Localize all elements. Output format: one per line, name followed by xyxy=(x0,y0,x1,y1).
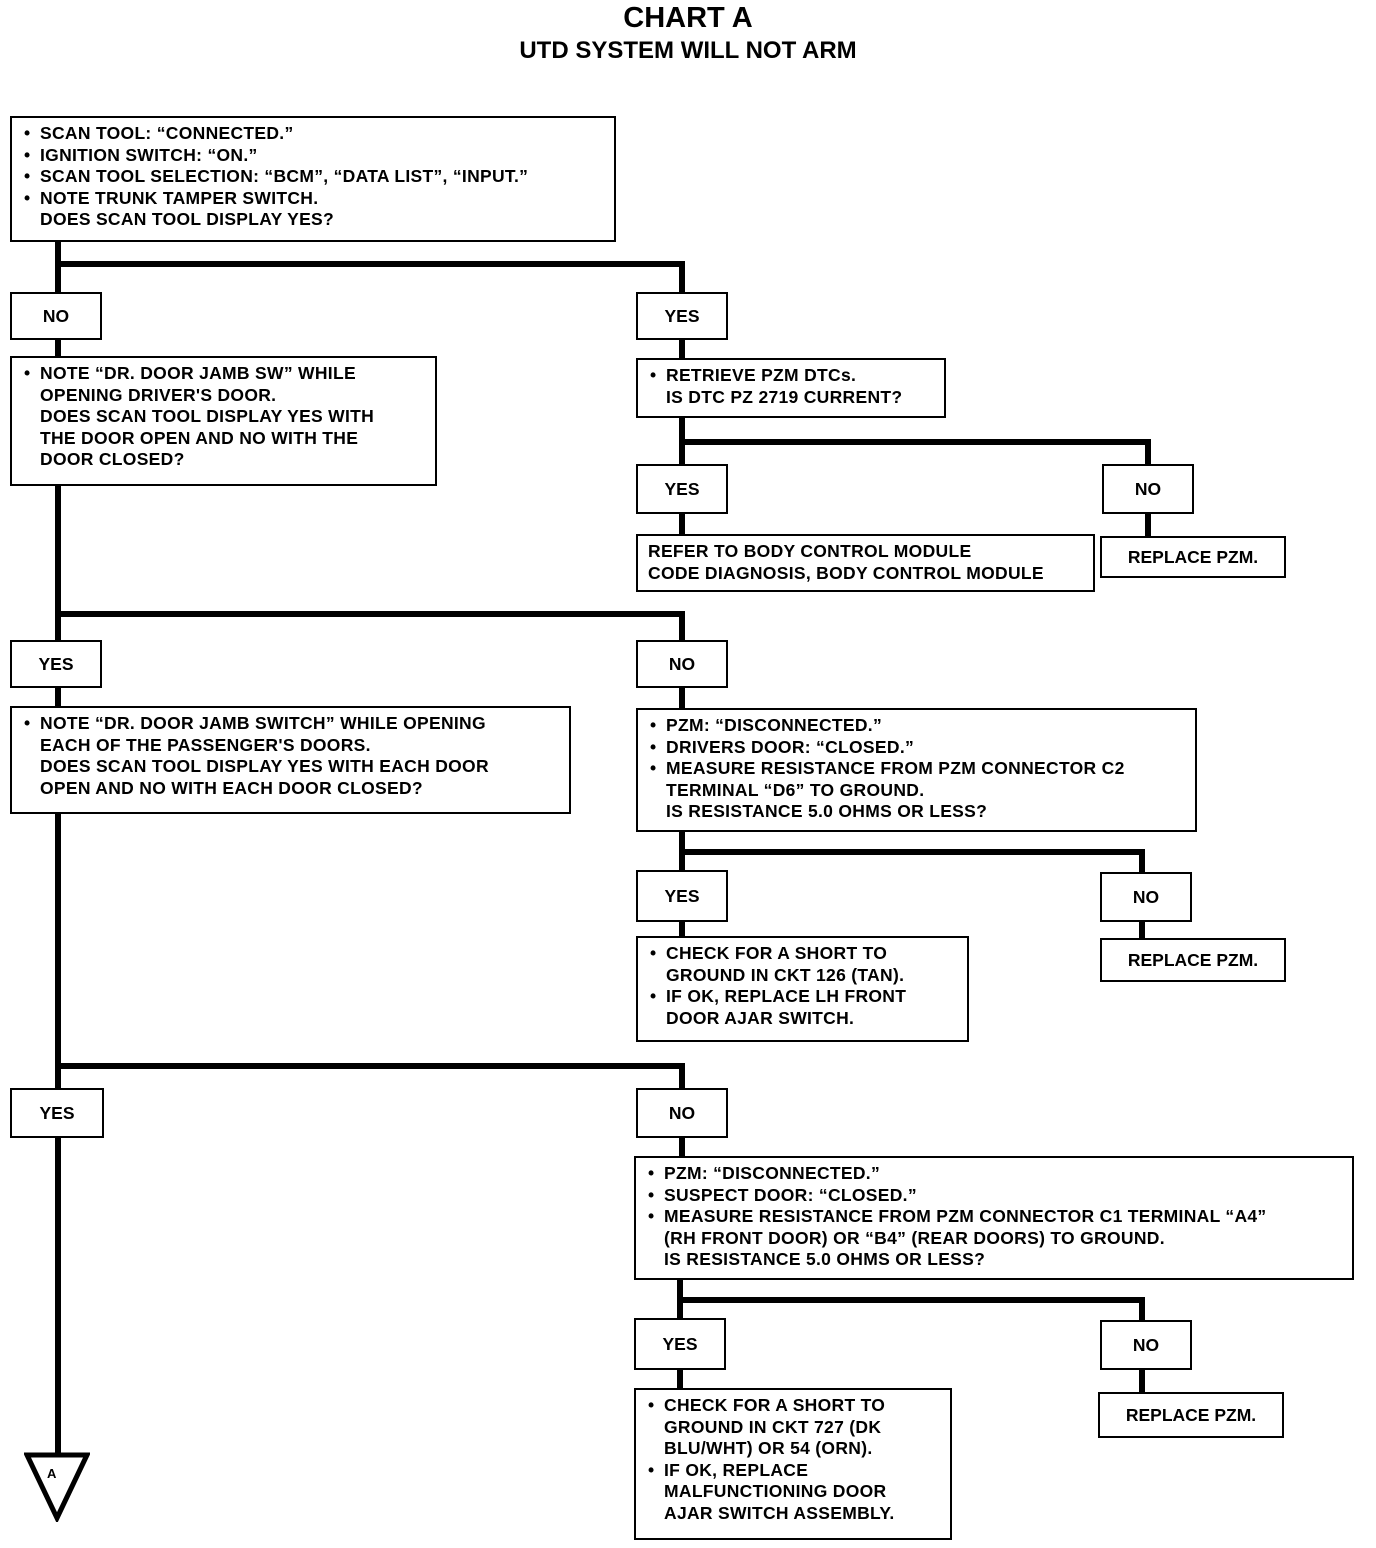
result-line: IF OK, REPLACE LH FRONT xyxy=(650,986,959,1008)
step-line: DOOR CLOSED? xyxy=(40,449,185,469)
step-line: PZM: “DISCONNECTED.” xyxy=(648,1163,1344,1185)
no-label: NO xyxy=(1100,1320,1192,1370)
no-label: NO xyxy=(636,1088,728,1138)
result-line: CHECK FOR A SHORT TO xyxy=(648,1395,942,1417)
no-label: NO xyxy=(636,640,728,688)
connector-a-triangle-icon xyxy=(24,1452,90,1522)
yes-label: YES xyxy=(10,1088,104,1138)
result-line: DOOR AJAR SWITCH. xyxy=(666,1007,855,1028)
chart-title: CHART A xyxy=(623,2,753,34)
step-line: SUSPECT DOOR: “CLOSED.” xyxy=(648,1185,1344,1207)
step-line: (RH FRONT DOOR) OR “B4” (REAR DOORS) TO … xyxy=(664,1227,1165,1248)
result-line: CODE DIAGNOSIS, BODY CONTROL MODULE xyxy=(648,562,1044,583)
result-line: CHECK FOR A SHORT TO xyxy=(650,943,959,965)
step-line: NOTE TRUNK TAMPER SWITCH. xyxy=(24,188,606,210)
no-label: NO xyxy=(1100,872,1192,922)
yes-label: YES xyxy=(636,870,728,922)
yes-label: YES xyxy=(636,292,728,340)
step-line: RETRIEVE PZM DTCs. xyxy=(650,365,936,387)
yes-label: YES xyxy=(636,464,728,514)
step-line: SCAN TOOL SELECTION: “BCM”, “DATA LIST”,… xyxy=(24,166,606,188)
step-line: IS RESISTANCE 5.0 OHMS OR LESS? xyxy=(664,1249,986,1269)
no-label: NO xyxy=(1102,464,1194,514)
result-line: IF OK, REPLACE xyxy=(648,1460,942,1482)
yes-label: YES xyxy=(10,640,102,688)
result-check-ckt-727: CHECK FOR A SHORT TO GROUND IN CKT 727 (… xyxy=(634,1388,952,1540)
step-line: NOTE “DR. DOOR JAMB SWITCH” WHILE OPENIN… xyxy=(24,713,561,735)
step-line: MEASURE RESISTANCE FROM PZM CONNECTOR C1… xyxy=(648,1206,1344,1228)
step-driver-door-jamb: NOTE “DR. DOOR JAMB SW” WHILE OPENING DR… xyxy=(10,356,437,486)
step-line: OPENING DRIVER'S DOOR. xyxy=(40,384,277,405)
step-line: OPEN AND NO WITH EACH DOOR CLOSED? xyxy=(40,777,423,798)
result-line: BLU/WHT) OR 54 (ORN). xyxy=(664,1438,873,1458)
yes-label: YES xyxy=(634,1318,726,1370)
step-line: NOTE “DR. DOOR JAMB SW” WHILE xyxy=(24,363,427,385)
step-line: DOES SCAN TOOL DISPLAY YES? xyxy=(40,209,335,229)
result-line: REFER TO BODY CONTROL MODULE xyxy=(648,541,972,561)
step-line: TERMINAL “D6” TO GROUND. xyxy=(666,779,925,800)
no-label: NO xyxy=(10,292,102,340)
step-line: SCAN TOOL: “CONNECTED.” xyxy=(24,123,606,145)
step-line: THE DOOR OPEN AND NO WITH THE xyxy=(40,427,359,448)
step-line: DRIVERS DOOR: “CLOSED.” xyxy=(650,737,1187,759)
step-line: MEASURE RESISTANCE FROM PZM CONNECTOR C2 xyxy=(650,758,1187,780)
step-line: IS RESISTANCE 5.0 OHMS OR LESS? xyxy=(666,801,988,821)
result-line: AJAR SWITCH ASSEMBLY. xyxy=(664,1502,895,1523)
result-check-ckt-126: CHECK FOR A SHORT TO GROUND IN CKT 126 (… xyxy=(636,936,969,1042)
connector-a-label: A xyxy=(47,1466,57,1481)
result-line: MALFUNCTIONING DOOR xyxy=(664,1481,887,1501)
step-line: PZM: “DISCONNECTED.” xyxy=(650,715,1187,737)
result-replace-pzm: REPLACE PZM. xyxy=(1100,536,1286,578)
step-line: DOES SCAN TOOL DISPLAY YES WITH EACH DOO… xyxy=(40,756,489,776)
step-line: DOES SCAN TOOL DISPLAY YES WITH xyxy=(40,406,375,426)
chart-subtitle: UTD SYSTEM WILL NOT ARM xyxy=(519,37,857,64)
result-line: GROUND IN CKT 126 (TAN). xyxy=(666,964,905,985)
step-retrieve-pzm-dtcs: RETRIEVE PZM DTCs. IS DTC PZ 2719 CURREN… xyxy=(636,358,946,418)
result-line: GROUND IN CKT 727 (DK xyxy=(664,1416,882,1437)
step-line: IGNITION SWITCH: “ON.” xyxy=(24,145,606,167)
result-replace-pzm: REPLACE PZM. xyxy=(1100,938,1286,982)
step-line: EACH OF THE PASSENGER'S DOORS. xyxy=(40,734,371,755)
step-line: IS DTC PZ 2719 CURRENT? xyxy=(666,386,903,407)
step-measure-c2-d6: PZM: “DISCONNECTED.” DRIVERS DOOR: “CLOS… xyxy=(636,708,1197,832)
step-scan-tool-setup: SCAN TOOL: “CONNECTED.” IGNITION SWITCH:… xyxy=(10,116,616,242)
step-measure-c1-a4-b4: PZM: “DISCONNECTED.” SUSPECT DOOR: “CLOS… xyxy=(634,1156,1354,1280)
result-refer-bcm: REFER TO BODY CONTROL MODULE CODE DIAGNO… xyxy=(636,534,1095,592)
step-passenger-door-jamb: NOTE “DR. DOOR JAMB SWITCH” WHILE OPENIN… xyxy=(10,706,571,814)
result-replace-pzm: REPLACE PZM. xyxy=(1098,1392,1284,1438)
